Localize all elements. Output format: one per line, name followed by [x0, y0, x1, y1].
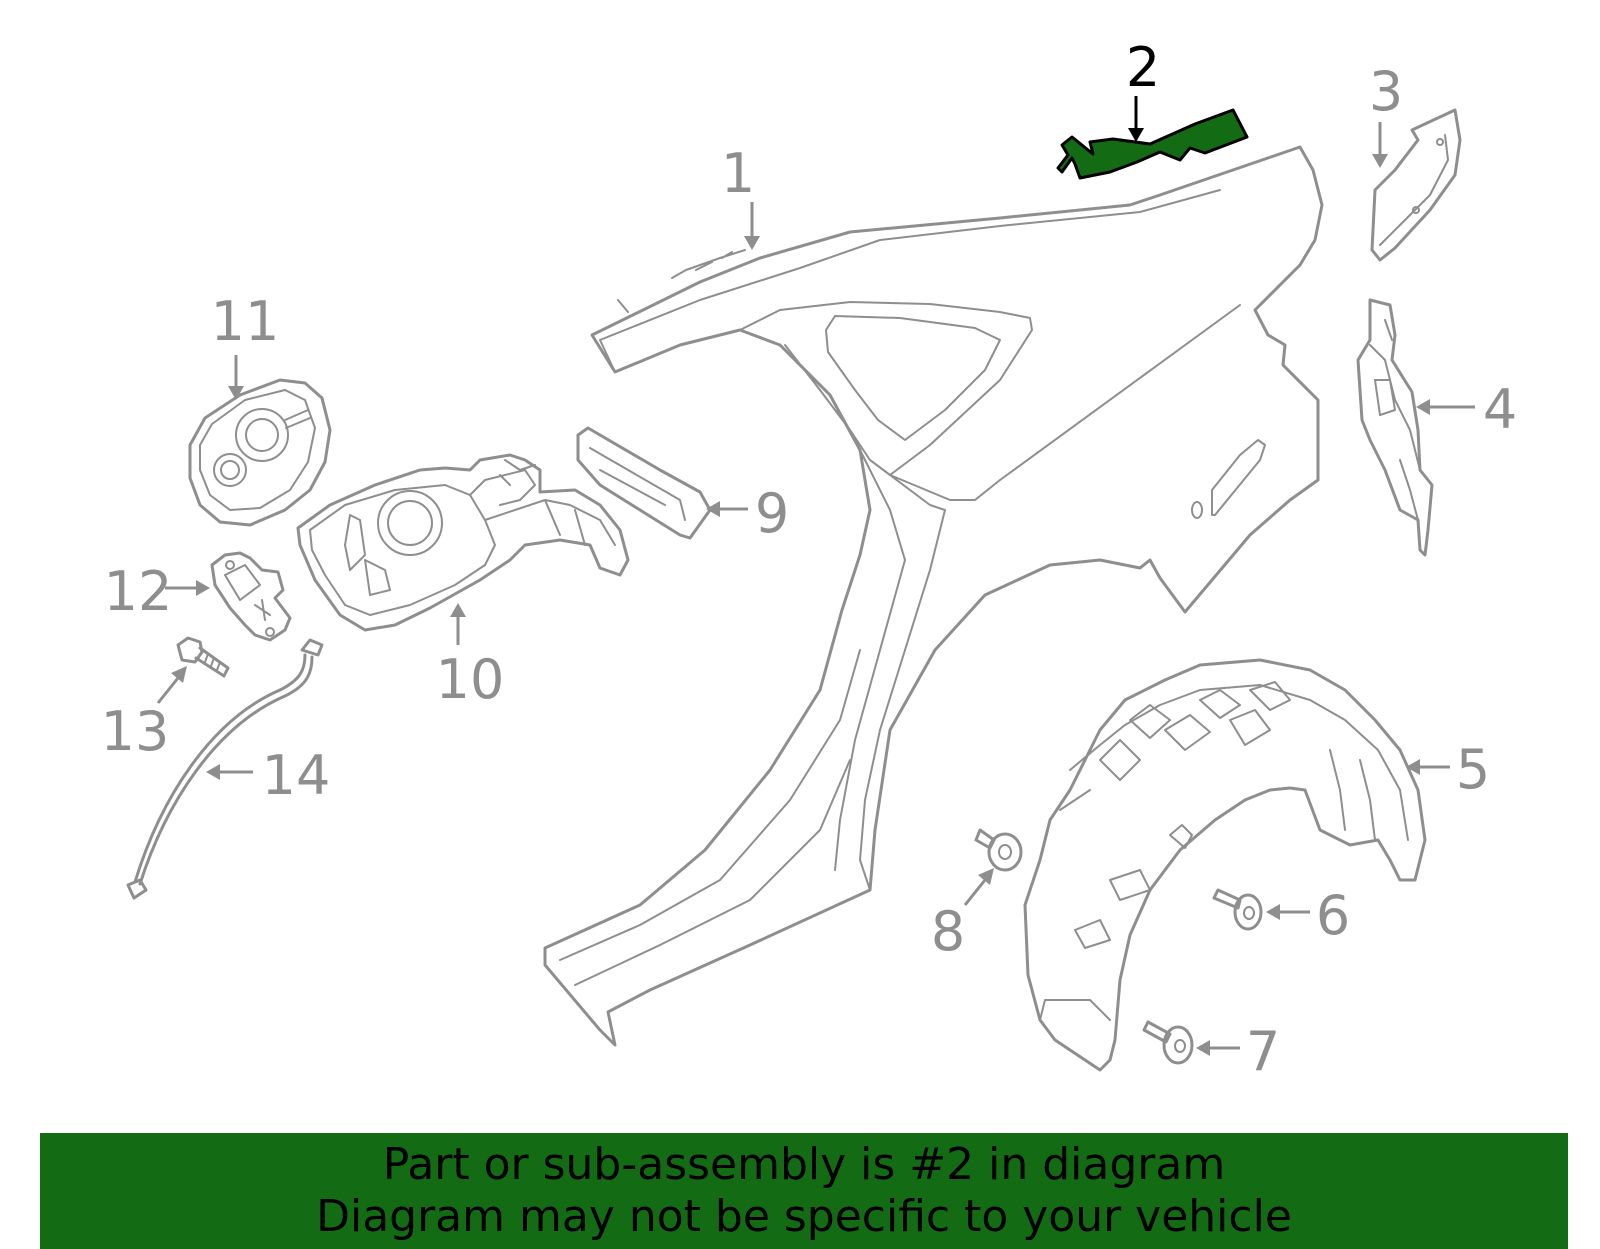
callout-14: 14	[206, 744, 330, 807]
callout-13: 13	[101, 666, 187, 763]
svg-text:12: 12	[104, 560, 173, 623]
banner-line-1: Part or sub-assembly is #2 in diagram	[382, 1139, 1226, 1190]
part-11-filler-pocket[interactable]	[188, 378, 332, 527]
part-10-fuel-door-housing[interactable]	[296, 453, 630, 632]
svg-text:9: 9	[755, 482, 789, 545]
svg-text:4: 4	[1483, 378, 1517, 441]
callout-11: 11	[211, 290, 280, 400]
part-6-clip[interactable]	[1212, 888, 1263, 931]
svg-text:3: 3	[1369, 60, 1403, 123]
part-14-cable[interactable]	[126, 638, 324, 900]
callout-6: 6	[1266, 884, 1350, 947]
part-13-bolt[interactable]	[176, 636, 230, 678]
callout-2: 2	[1126, 36, 1160, 142]
svg-text:11: 11	[211, 290, 280, 353]
svg-text:6: 6	[1316, 884, 1350, 947]
part-12-actuator[interactable]	[210, 551, 292, 642]
part-5-wheel-liner[interactable]	[1023, 658, 1427, 1072]
callout-12: 12	[104, 560, 210, 623]
part-1-quarter-panel[interactable]	[543, 145, 1324, 1047]
callout-5: 5	[1406, 738, 1490, 801]
svg-text:1: 1	[721, 142, 755, 205]
part-7-clip[interactable]	[1142, 1020, 1194, 1065]
part-2-highlighted-bracket[interactable]	[1056, 108, 1249, 180]
callout-7: 7	[1196, 1020, 1280, 1083]
callout-8: 8	[931, 868, 994, 963]
svg-text:5: 5	[1456, 738, 1490, 801]
part-3-bracket[interactable]	[1370, 108, 1462, 262]
info-banner: Part or sub-assembly is #2 in diagram Di…	[40, 1133, 1568, 1249]
part-9-bracket[interactable]	[576, 426, 712, 540]
callout-1: 1	[721, 142, 760, 250]
part-8-clip[interactable]	[974, 828, 1023, 872]
svg-text:7: 7	[1246, 1020, 1280, 1083]
svg-text:14: 14	[262, 744, 331, 807]
callout-9: 9	[706, 482, 789, 545]
callout-3: 3	[1369, 60, 1403, 168]
part-4-bracket[interactable]	[1356, 298, 1434, 557]
svg-text:8: 8	[931, 900, 965, 963]
svg-text:13: 13	[101, 700, 170, 763]
callout-10: 10	[436, 603, 505, 711]
svg-text:10: 10	[436, 648, 505, 711]
callout-4: 4	[1416, 378, 1517, 441]
svg-text:2: 2	[1126, 36, 1160, 99]
banner-line-2: Diagram may not be specific to your vehi…	[316, 1191, 1292, 1242]
